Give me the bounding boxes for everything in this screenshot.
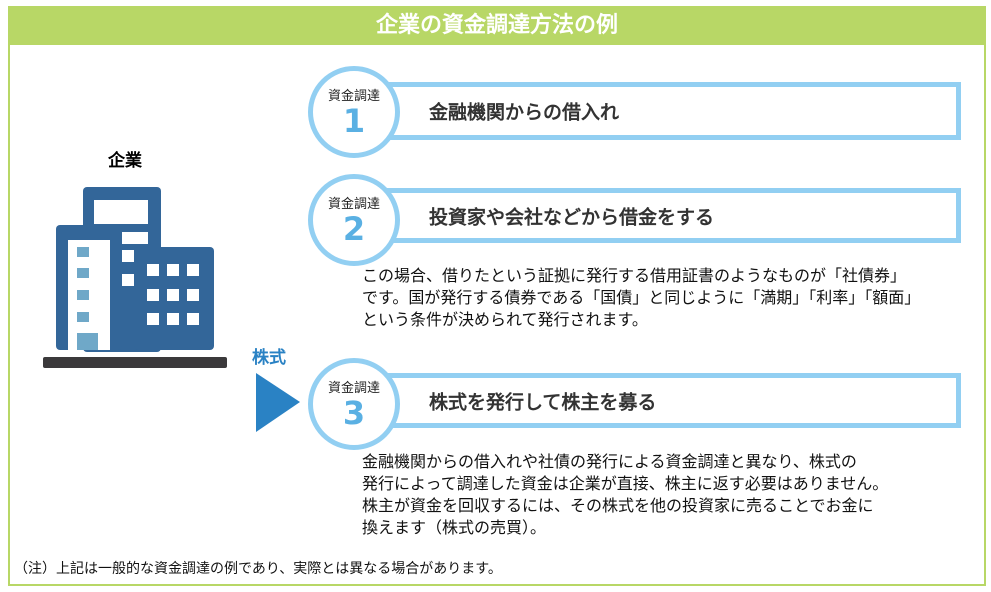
arrow-icon bbox=[256, 373, 300, 432]
step-label: 資金調達 bbox=[327, 381, 380, 396]
desc-line: 株主が資金を回収するには、その株式を他の投資家に売ることでお金に bbox=[362, 496, 874, 515]
step-2-bar: 投資家や会社などから借金をする bbox=[385, 188, 961, 243]
step-number: 2 bbox=[342, 210, 366, 248]
desc-line: という条件が決められて発行されます。 bbox=[362, 310, 648, 329]
step-1-bar: 金融機関からの借入れ bbox=[385, 82, 961, 140]
step-number: 1 bbox=[342, 102, 366, 140]
step-2-title: 投資家や会社などから借金をする bbox=[429, 206, 715, 228]
step-3-description: 金融機関からの借入れや社債の発行による資金調達と異なり、株式の 発行によって調達… bbox=[362, 451, 888, 539]
building-icon bbox=[43, 187, 300, 432]
step-number: 3 bbox=[342, 394, 366, 432]
step-3-title: 株式を発行して株主を募る bbox=[429, 391, 657, 413]
diagram-title: 企業の資金調達方法の例 bbox=[8, 6, 986, 45]
desc-line: 金融機関からの借入れや社債の発行による資金調達と異なり、株式の bbox=[362, 452, 857, 471]
desc-line: 換えます（株式の売買）。 bbox=[362, 518, 547, 537]
desc-line: です。国が発行する債券である「国債」と同じように「満期」「利率」「額面」 bbox=[362, 288, 921, 307]
desc-line: 発行によって調達した資金は企業が直接、株主に返す必要はありません。 bbox=[362, 474, 889, 493]
stock-label: 株式 bbox=[252, 348, 286, 368]
desc-line: この場合、借りたという証拠に発行する借用証書のようなものが「社債券」 bbox=[362, 266, 907, 285]
step-2-description: この場合、借りたという証拠に発行する借用証書のようなものが「社債券」 です。国が… bbox=[362, 265, 920, 331]
step-label: 資金調達 bbox=[327, 197, 380, 212]
step-label: 資金調達 bbox=[327, 89, 380, 104]
footnote: （注）上記は一般的な資金調達の例であり、実際とは異なる場合があります。 bbox=[14, 561, 502, 577]
company-label: 企業 bbox=[108, 151, 142, 171]
step-3-bar: 株式を発行して株主を募る bbox=[385, 373, 961, 428]
step-1-title: 金融機関からの借入れ bbox=[429, 101, 620, 124]
